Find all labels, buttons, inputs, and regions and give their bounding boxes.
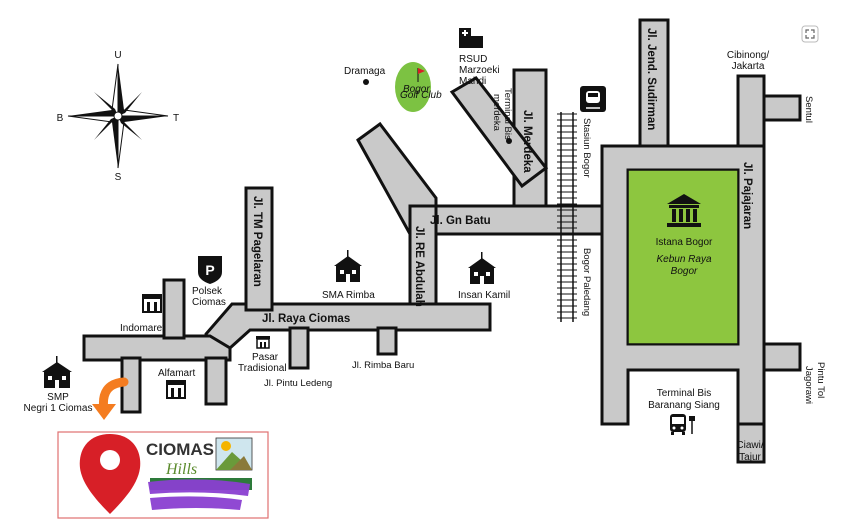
label-sentul: Sentul	[803, 96, 814, 123]
ciomas-logo-word: CIOMAS	[146, 440, 214, 459]
label-terminal-merdeka-1: Terminal Bis	[502, 88, 513, 140]
school-icon-insan-kamil	[468, 252, 496, 284]
label-pintu-tol-1: Pintu Tol	[815, 362, 826, 398]
label-rsud-3: Mahdi	[459, 76, 486, 87]
label-pajajaran: Jl. Pajajaran	[741, 162, 753, 229]
bus-icon	[670, 414, 695, 435]
logo-landscape	[215, 437, 253, 471]
road-west-main	[82, 334, 232, 362]
dramaga-dot	[363, 79, 369, 85]
label-smp-1: SMP	[47, 392, 69, 403]
palace-icon	[667, 194, 701, 227]
compass-north: U	[114, 50, 121, 61]
road-pintu-tol	[762, 342, 802, 372]
label-merdeka: Jl. Merdeka	[521, 110, 533, 173]
label-gn-batu: Jl. Gn Batu	[430, 215, 491, 227]
road-smp	[120, 356, 142, 414]
road-tm-pagelaran	[244, 186, 274, 312]
road-network	[82, 18, 802, 464]
school-icon-smp	[42, 356, 72, 388]
label-bogor-paledang: Bogor Paledang	[581, 248, 592, 316]
store-icon-pasar	[256, 336, 270, 349]
road-rsud-diagonal	[449, 76, 549, 189]
road-sentul	[762, 94, 802, 122]
compass-rose-icon: U S B T	[57, 50, 179, 183]
label-ciawi-2: Tajur	[739, 452, 761, 463]
label-re-abdulah: Jl. RE Abdulah	[413, 226, 425, 307]
label-rimba-baru: Jl. Rimba Baru	[352, 360, 414, 371]
expand-icon[interactable]	[801, 25, 819, 43]
road-rimba-baru	[376, 326, 398, 356]
label-ciawi-1: Ciawi/	[736, 440, 763, 451]
promo-box: CIOMAS Hills	[57, 431, 269, 519]
label-sma-rimba: SMA Rimba	[322, 290, 375, 301]
store-icon-alfamart	[166, 380, 186, 399]
label-golf-1: Bogor	[403, 84, 430, 95]
compass-east: T	[173, 113, 179, 124]
label-polsek-1: Polsek	[192, 286, 223, 297]
hospital-icon	[459, 28, 483, 48]
label-stasiun: Stasiun Bogor	[581, 118, 592, 178]
police-icon: P	[198, 256, 222, 284]
svg-text:P: P	[205, 262, 214, 278]
road-indomaret	[162, 278, 186, 340]
label-rsud-2: Marzoeki	[459, 65, 500, 76]
label-jend-sudirman: Jl. Jend. Sudirman	[645, 28, 657, 130]
orange-arrow	[92, 377, 129, 420]
label-rsud-1: RSUD	[459, 54, 487, 65]
label-tm-pagelaran: Jl. TM Pagelaran	[251, 196, 263, 287]
railway	[557, 112, 577, 322]
redaction-scribble-1	[148, 479, 250, 496]
label-cibinong-1: Cibinong/	[727, 50, 769, 61]
train-icon	[580, 86, 606, 112]
label-polsek-2: Ciomas	[192, 297, 226, 308]
compass-south: S	[115, 172, 122, 183]
ciomas-logo-script: Hills	[165, 461, 197, 478]
label-pintu-ledeng: Jl. Pintu Ledeng	[264, 378, 332, 389]
label-alfamart: Alfamart	[158, 368, 195, 379]
road-ciawi	[736, 422, 766, 464]
label-indomaret: Indomaret	[120, 323, 165, 334]
road-pintu-ledeng	[288, 326, 310, 370]
label-cibinong-2: Jakarta	[732, 61, 765, 72]
golf-club: Bogor Golf Club	[395, 62, 442, 112]
label-insan-kamil: Insan Kamil	[458, 290, 510, 301]
label-kebun-raya-2: Bogor	[671, 266, 698, 277]
label-smp-2: Negri 1 Ciomas	[24, 403, 93, 414]
label-golf-2: Golf Club	[400, 90, 442, 101]
label-terminal-baranang-2: Baranang Siang	[648, 400, 720, 411]
label-istana: Istana Bogor	[656, 237, 713, 248]
compass-west: B	[57, 113, 64, 124]
label-pasar-1: Pasar	[252, 352, 279, 363]
terminal-merdeka-dot	[506, 138, 512, 144]
location-pin-icon	[79, 434, 141, 514]
store-icon-indomaret	[142, 294, 162, 313]
school-icon-sma	[334, 250, 362, 282]
label-dramaga: Dramaga	[344, 66, 386, 77]
label-terminal-baranang-1: Terminal Bis	[657, 388, 711, 399]
label-pintu-tol-2: Jagorawi	[803, 366, 814, 404]
redaction-scribble-2	[150, 496, 242, 510]
road-alfamart	[204, 356, 228, 406]
label-kebun-raya-1: Kebun Raya	[656, 254, 711, 265]
label-terminal-merdeka-2: merdeka	[491, 94, 502, 132]
label-raya-ciomas: Jl. Raya Ciomas	[262, 313, 350, 325]
label-pasar-2: Tradisional	[238, 363, 287, 374]
road-cibinong	[736, 74, 766, 152]
